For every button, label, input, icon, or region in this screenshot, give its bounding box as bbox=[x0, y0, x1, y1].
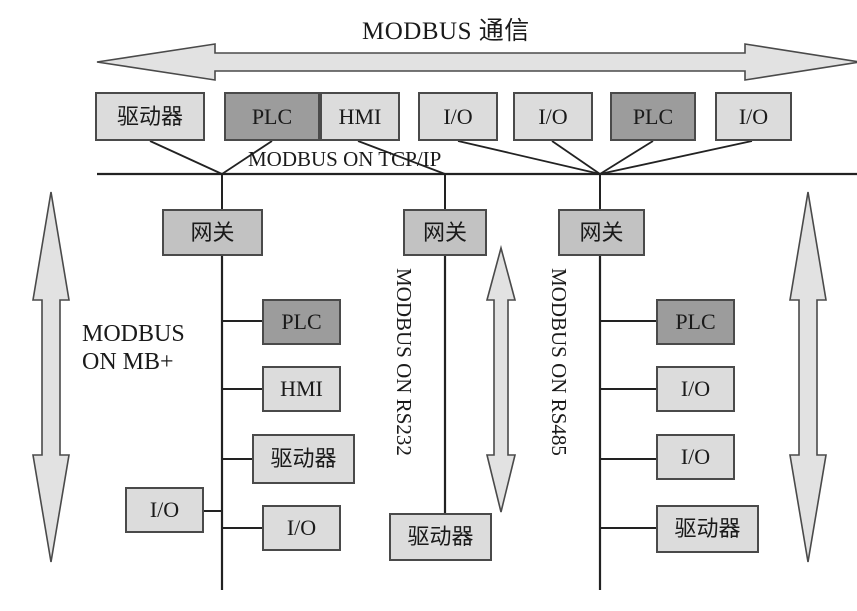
node-label: 驱动器 bbox=[407, 524, 474, 549]
node-label: I/O bbox=[680, 376, 711, 401]
node-label: PLC bbox=[251, 103, 293, 129]
rs485-node-plc[interactable]: PLC bbox=[656, 299, 735, 345]
node-label: 驱动器 bbox=[270, 446, 337, 471]
node-label: PLC bbox=[632, 103, 674, 129]
node-label: 驱动器 bbox=[116, 103, 183, 129]
rs485-trunk bbox=[598, 256, 656, 590]
node-label: 网关 bbox=[579, 219, 624, 245]
gateway-box-rs485[interactable]: 网关 bbox=[558, 209, 645, 256]
gateway-box-rs232[interactable]: 网关 bbox=[403, 209, 487, 256]
top-node-io-3[interactable]: I/O bbox=[715, 92, 792, 141]
bus-label-rs485: MODBUS ON RS485 bbox=[547, 268, 571, 456]
bus-label-mbplus: MODBUS ON MB+ bbox=[82, 321, 185, 376]
node-label: 网关 bbox=[190, 219, 235, 245]
right-vertical-arrow bbox=[789, 191, 827, 563]
node-label: 驱动器 bbox=[674, 516, 741, 541]
mbplus-node-io-right[interactable]: I/O bbox=[262, 505, 341, 551]
gateway-box-mbplus[interactable]: 网关 bbox=[162, 209, 263, 256]
rs232-node-driver[interactable]: 驱动器 bbox=[389, 513, 492, 561]
mbplus-node-io-left[interactable]: I/O bbox=[125, 487, 204, 533]
page-title: MODBUS 通信 bbox=[362, 18, 530, 45]
gateway-drop-lines bbox=[221, 174, 601, 209]
rs485-node-io-2[interactable]: I/O bbox=[656, 434, 735, 480]
mbplus-node-hmi[interactable]: HMI bbox=[262, 366, 341, 412]
node-label: I/O bbox=[286, 515, 317, 540]
mbplus-node-plc[interactable]: PLC bbox=[262, 299, 341, 345]
node-label: I/O bbox=[149, 497, 180, 522]
bus-label-rs232: MODBUS ON RS232 bbox=[392, 268, 416, 456]
top-node-io-2[interactable]: I/O bbox=[513, 92, 593, 141]
left-vertical-arrow bbox=[32, 191, 70, 563]
node-label: PLC bbox=[675, 309, 716, 334]
rs485-node-driver[interactable]: 驱动器 bbox=[656, 505, 759, 553]
mbplus-node-driver[interactable]: 驱动器 bbox=[252, 434, 355, 484]
top-node-hmi[interactable]: HMI bbox=[320, 92, 400, 141]
mbplus-trunk bbox=[204, 256, 262, 590]
top-horizontal-arrow bbox=[96, 43, 857, 81]
tcpip-drop-lines-right bbox=[457, 140, 753, 175]
node-label: PLC bbox=[281, 309, 322, 334]
rs485-node-io-1[interactable]: I/O bbox=[656, 366, 735, 412]
node-label: I/O bbox=[443, 103, 473, 129]
middle-vertical-arrow bbox=[485, 244, 517, 513]
node-label: 网关 bbox=[422, 219, 467, 245]
node-label: I/O bbox=[680, 444, 711, 469]
top-node-io-1[interactable]: I/O bbox=[418, 92, 498, 141]
top-node-driver-1[interactable]: 驱动器 bbox=[95, 92, 205, 141]
node-label: HMI bbox=[280, 376, 323, 401]
node-label: HMI bbox=[338, 103, 382, 129]
node-label: I/O bbox=[738, 103, 769, 129]
top-node-plc-1[interactable]: PLC bbox=[224, 92, 320, 141]
bus-label-tcpip: MODBUS ON TCP/IP bbox=[248, 147, 442, 171]
node-label: I/O bbox=[538, 103, 568, 129]
tcpip-drop-lines-left bbox=[149, 140, 446, 175]
top-node-plc-2[interactable]: PLC bbox=[610, 92, 696, 141]
